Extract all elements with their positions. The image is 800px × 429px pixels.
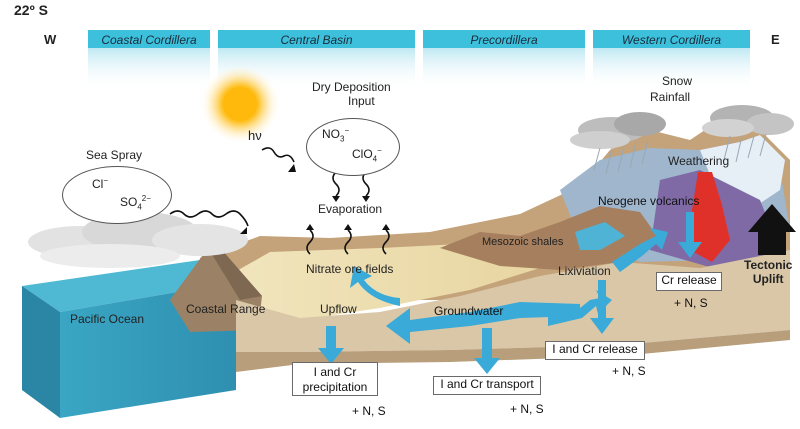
dry-deposition-label: Dry Deposition Input	[312, 80, 391, 108]
band-coastal-cordillera	[88, 30, 210, 48]
flow-arrows	[318, 212, 702, 374]
snow-label: Snow	[662, 74, 693, 88]
i-cr-precip-line2: precipitation	[302, 380, 368, 394]
sky-fade-precordillera	[423, 48, 585, 90]
i-cr-release-box: I and Cr release	[545, 341, 645, 360]
dry-deposition-oval	[306, 118, 400, 176]
nitrate-sub: 3	[340, 134, 345, 144]
region-western-cordillera: Western Cordillera	[621, 33, 722, 47]
chloride-ion: Cl−	[92, 176, 108, 191]
cr-release-ns: + N, S	[674, 296, 708, 310]
sulfate-charge: 2−	[141, 194, 151, 203]
andes-cloud-left	[570, 112, 666, 149]
east-label: E	[771, 32, 780, 47]
band-precordillera	[423, 30, 585, 48]
nitrate-base: NO	[322, 127, 340, 141]
i-cr-release-ns: + N, S	[612, 364, 646, 378]
i-cr-precipitation-ns: + N, S	[352, 404, 386, 418]
rainfall-streaks	[593, 133, 767, 175]
perchlorate-charge: −	[377, 146, 382, 155]
sulfate-ion: SO42−	[120, 194, 151, 211]
i-cr-precipitation-box: I and Cr precipitation	[292, 362, 378, 396]
mesozoic-shales-label: Mesozoic shales	[482, 236, 564, 248]
sea-spray-label: Sea Spray	[86, 148, 143, 162]
lixiviation-label: Lixiviation	[558, 264, 611, 278]
upflow-label: Upflow	[320, 302, 357, 316]
nitrate-ion: NO3−	[322, 126, 349, 143]
central-basin-surface	[210, 240, 560, 320]
ocean-side	[22, 286, 60, 418]
dry-deposition-line2: Input	[348, 94, 375, 108]
sun-icon	[223, 87, 257, 121]
sky-fade-coastal	[88, 48, 210, 90]
photon-symbol: hν	[248, 128, 262, 143]
tectonic-uplift-arrow	[748, 204, 796, 255]
dry-deposition-line1: Dry Deposition	[312, 80, 391, 94]
perchlorate-sub: 4	[372, 154, 378, 164]
region-precordillera: Precordillera	[470, 33, 538, 47]
coastal-range-label: Coastal Range	[186, 302, 266, 316]
sea-spray-oval	[62, 166, 172, 224]
wavy-arrowheads	[240, 164, 390, 234]
rainfall-label: Rainfall	[650, 90, 691, 104]
sulfate-sub: 4	[137, 202, 142, 212]
tectonic-line1: Tectonic	[744, 258, 793, 272]
weathering-label: Weathering	[668, 154, 730, 168]
evaporation-label: Evaporation	[318, 202, 383, 216]
region-coastal-cordillera: Coastal Cordillera	[101, 33, 197, 47]
region-central-basin: Central Basin	[280, 33, 353, 47]
sulfate-base: SO	[120, 195, 138, 209]
perchlorate-ion: ClO4−	[352, 146, 382, 163]
cross-section-base	[236, 330, 790, 372]
volcanic-red-zone	[690, 172, 730, 262]
pacific-ocean-label: Pacific Ocean	[70, 312, 145, 326]
band-western-cordillera	[593, 30, 750, 48]
mountain-lake	[575, 222, 625, 250]
latitude-label: 22º S	[14, 2, 48, 18]
chloride-charge: −	[103, 176, 109, 185]
nitrate-ore-fields-label: Nitrate ore fields	[306, 262, 394, 276]
neogene-volcanics-label: Neogene volcanics	[598, 194, 700, 208]
ocean-surface	[22, 260, 236, 312]
nitrate-charge: −	[344, 126, 350, 135]
andes-cloud-right	[702, 105, 794, 137]
tectonic-line2: Uplift	[752, 272, 784, 286]
perchlorate-base: ClO	[352, 147, 373, 161]
cr-release-box: Cr release	[656, 272, 722, 291]
west-label: W	[44, 32, 57, 47]
i-cr-precip-line1: I and Cr	[313, 365, 357, 379]
sky-fade-western	[593, 48, 750, 90]
groundwater-label: Groundwater	[434, 304, 504, 318]
tectonic-uplift-label: Tectonic Uplift	[744, 258, 792, 286]
wavy-arrows	[169, 147, 390, 255]
i-cr-transport-ns: + N, S	[510, 402, 544, 416]
chloride-base: Cl	[92, 177, 104, 191]
band-central-basin	[218, 30, 415, 48]
coastal-range-shade	[208, 248, 262, 300]
i-cr-transport-box: I and Cr transport	[433, 376, 541, 395]
